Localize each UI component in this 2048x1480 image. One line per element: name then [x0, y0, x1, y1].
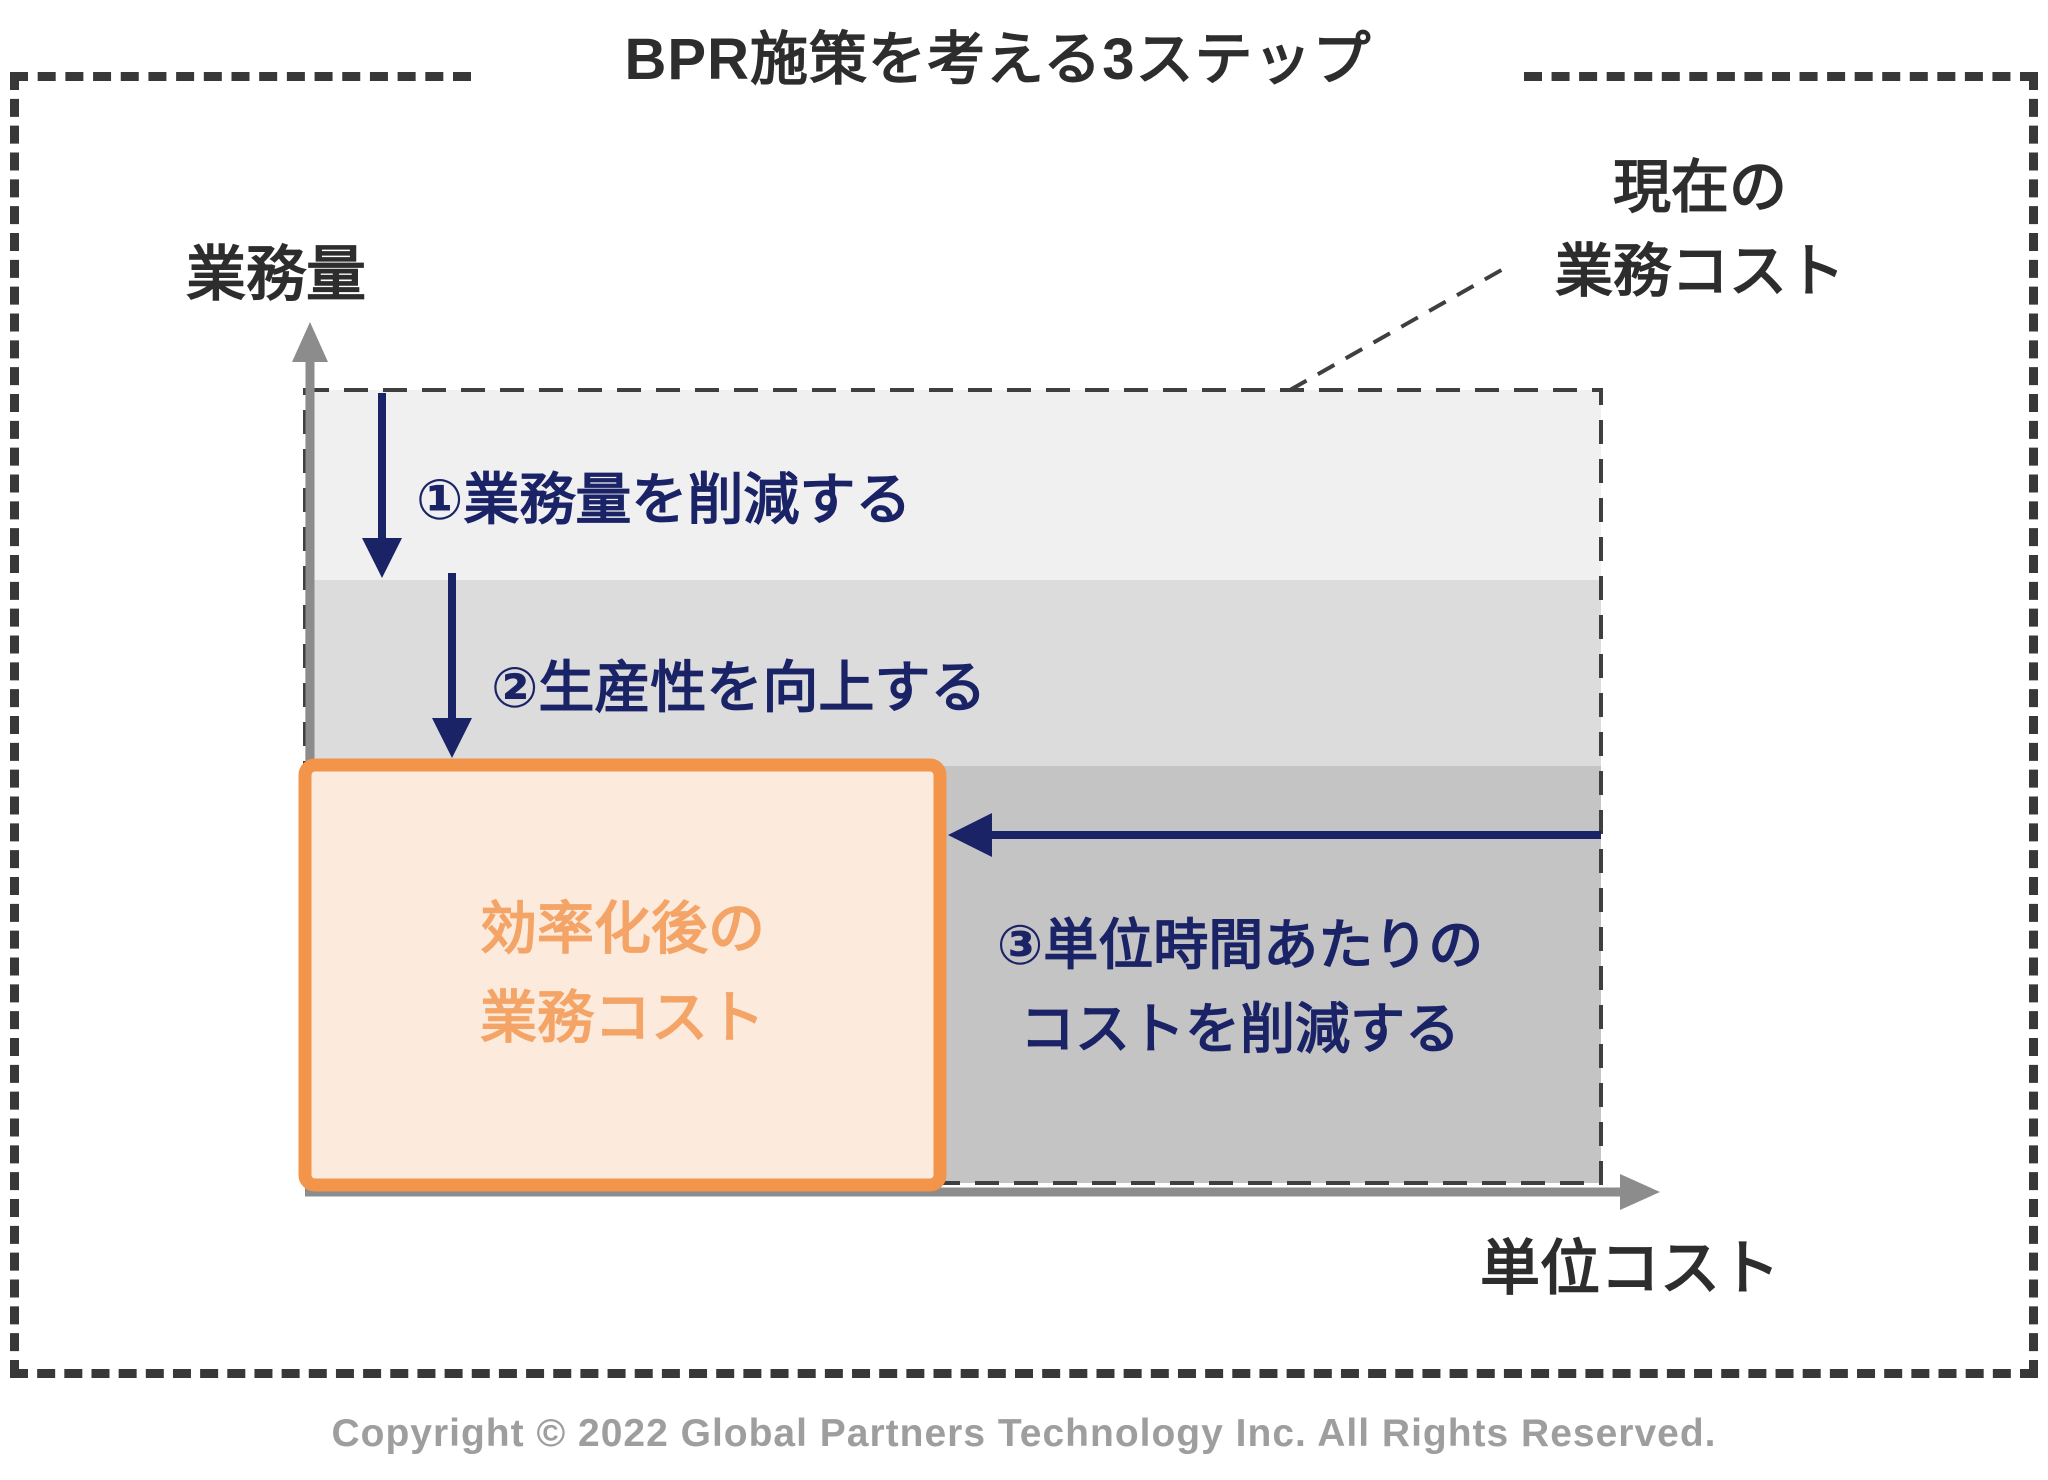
step2-down-arrow-icon	[432, 718, 472, 758]
current-cost-callout: 現在の 業務コスト	[1455, 146, 1945, 314]
step3-label-line2: コストを削減する	[1019, 998, 1460, 1060]
x-axis-label: 単位コスト	[1480, 1235, 1780, 1302]
outer-frame-top-right	[1524, 72, 2038, 81]
outer-frame-top-left	[10, 72, 471, 81]
result-cost-label: 効率化後の 業務コスト	[305, 885, 940, 1063]
current-cost-callout-line2: 業務コスト	[1554, 239, 1845, 304]
step3-label-line1: ③単位時間あたりの	[996, 914, 1484, 976]
cost-band-top	[305, 390, 1601, 580]
x-axis-arrowhead-icon	[1620, 1174, 1660, 1210]
result-cost-rect	[298, 758, 947, 1192]
result-cost-label-line2: 業務コスト	[480, 986, 765, 1050]
current-cost-callout-line1: 現在の	[1612, 155, 1787, 220]
outer-frame-right	[2029, 72, 2038, 1378]
outer-frame-left	[10, 72, 19, 1378]
y-axis-arrowhead-icon	[292, 322, 328, 362]
outer-frame-bottom	[10, 1369, 2038, 1378]
step1-label: ①業務量を削減する	[416, 468, 912, 531]
step3-label: ③単位時間あたりの コストを削減する	[950, 903, 1530, 1071]
cost-band-middle	[305, 580, 1601, 766]
step1-down-arrow-icon	[362, 538, 402, 578]
step2-label: ②生産性を向上する	[491, 656, 987, 719]
step3-left-arrow-icon	[948, 813, 992, 857]
y-axis-label: 業務量	[186, 241, 366, 308]
result-cost-label-line1: 効率化後の	[480, 897, 765, 961]
page-title: BPR施策を考える3ステップ	[624, 27, 1372, 92]
current-cost-dashed-outline	[303, 388, 1603, 1185]
callout-leader-line	[1289, 262, 1513, 392]
copyright-text: Copyright © 2022 Global Partners Technol…	[331, 1412, 1717, 1455]
